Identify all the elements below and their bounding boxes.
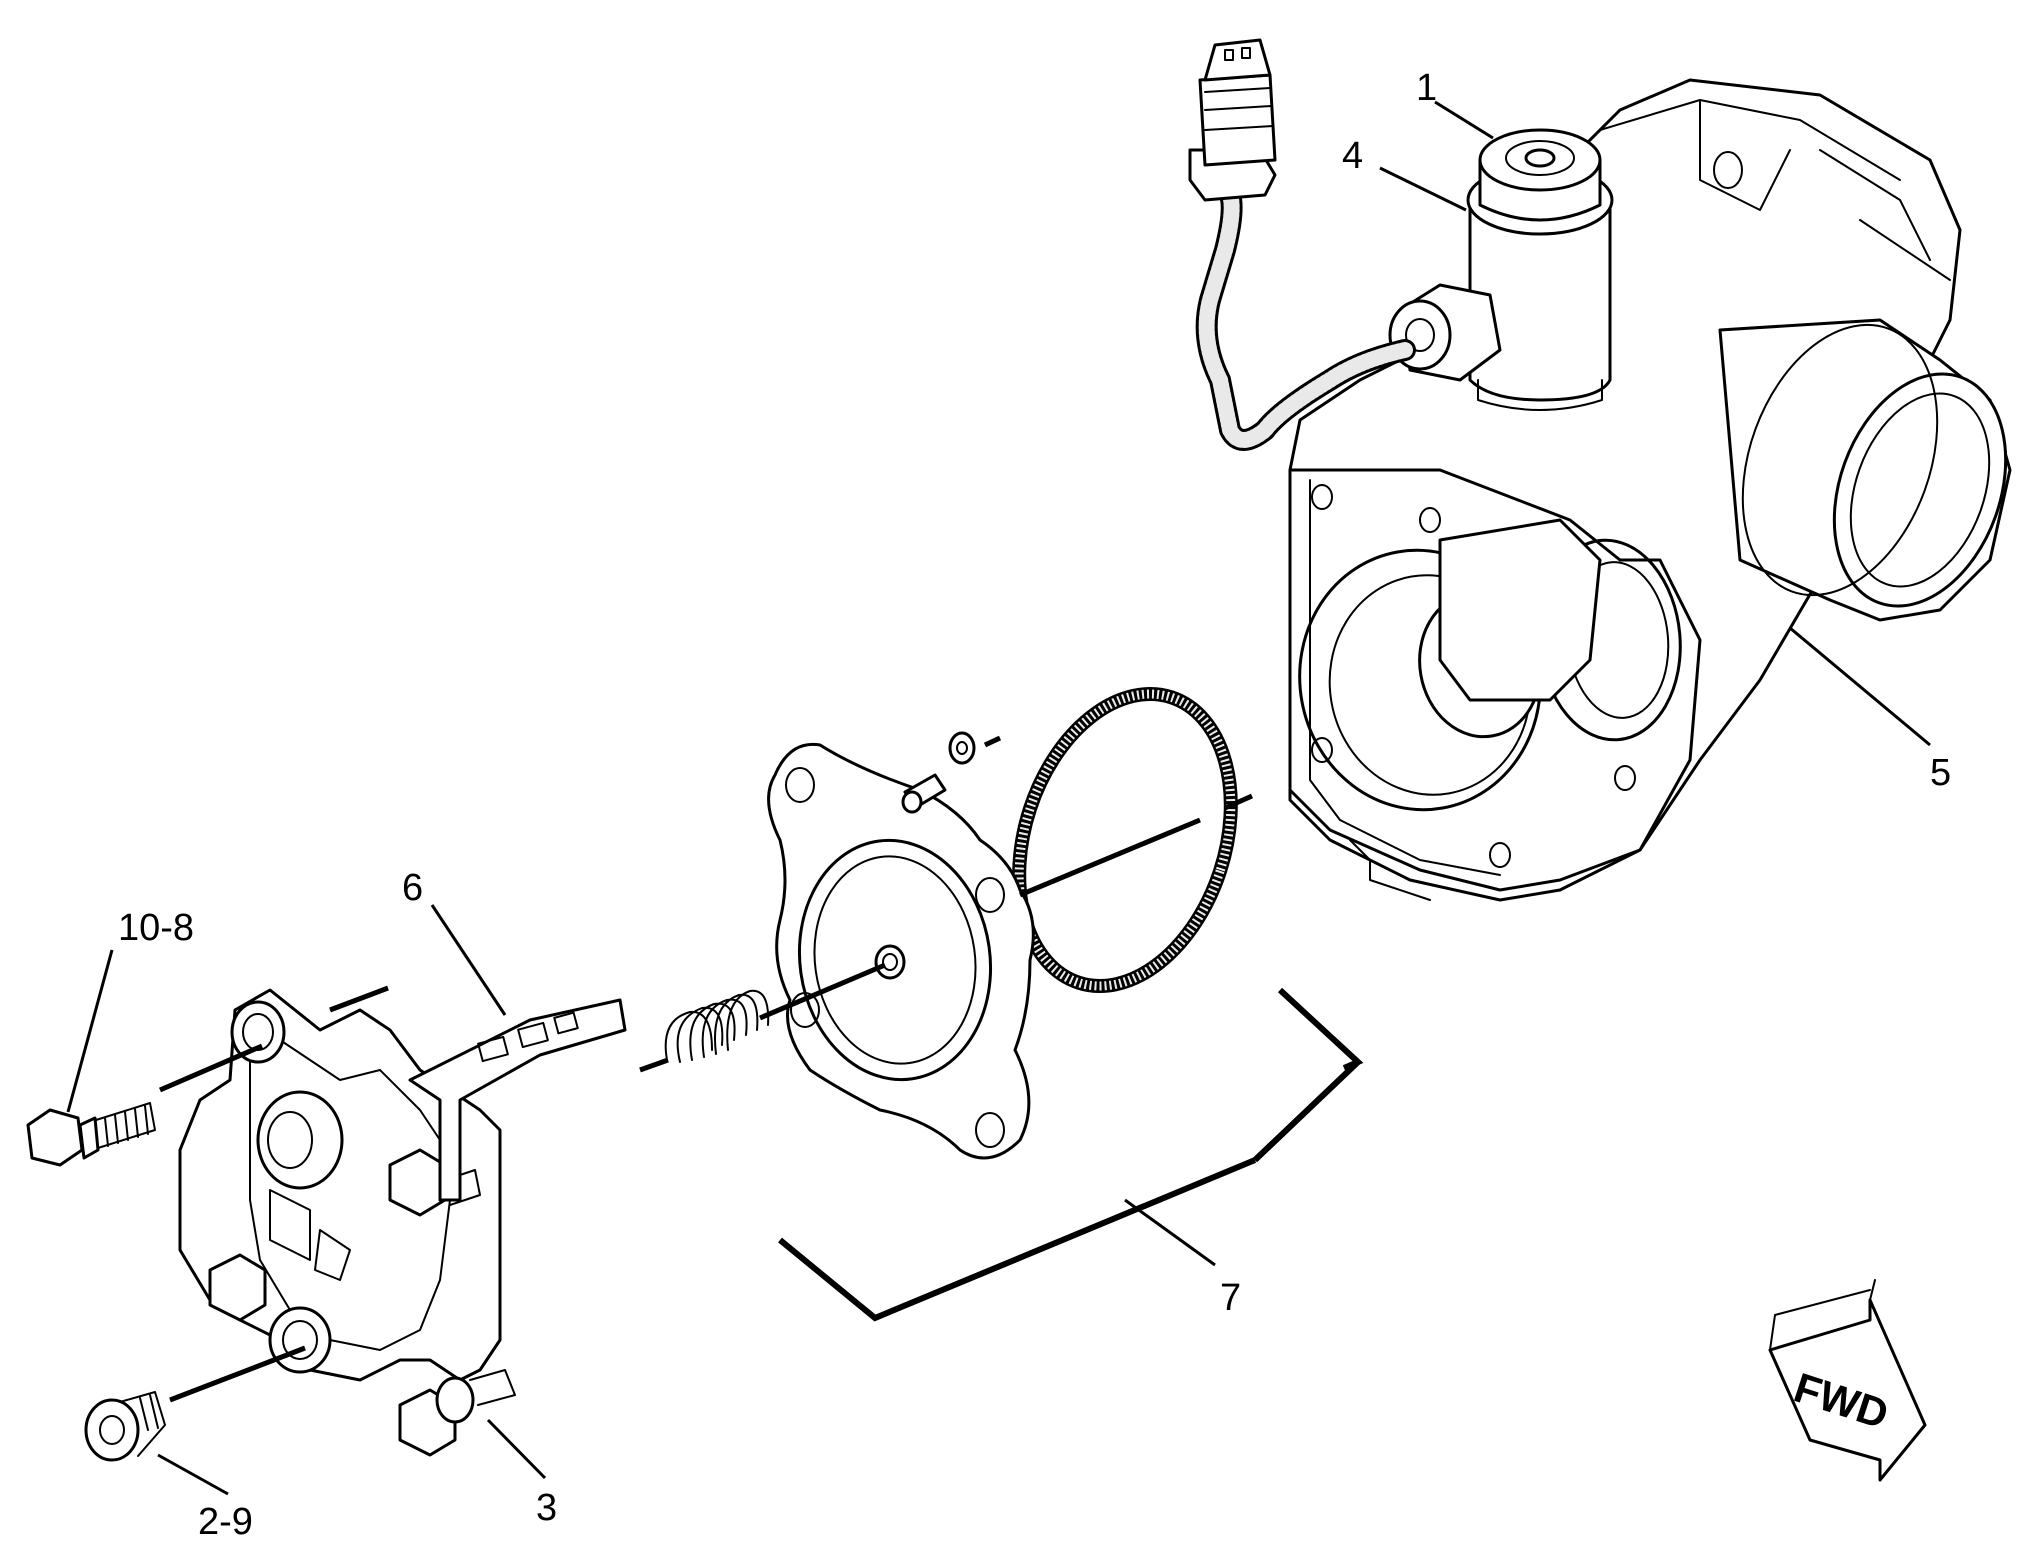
valve-housing (1288, 78, 2012, 902)
o-ring-seal (1012, 687, 1238, 993)
callout-6: 6 (402, 867, 423, 909)
callout-2-9: 2-9 (198, 1501, 253, 1543)
fwd-direction-arrow: FWD (1768, 1279, 1927, 1482)
cover-bolt-lower (398, 1369, 516, 1457)
plug-2-9 (84, 1391, 166, 1462)
wiring-harness (1195, 184, 1416, 451)
group-bracket-7 (778, 987, 1364, 1322)
callout-3: 3 (536, 1487, 557, 1529)
bracket-6 (408, 998, 627, 1202)
small-washer (948, 731, 976, 765)
bolt-10-8 (26, 1102, 156, 1167)
callout-1: 1 (1416, 67, 1437, 109)
diaphragm-cover-plate (767, 742, 1035, 1160)
leader-lines (66, 100, 1931, 1496)
solenoid-valve (1466, 128, 1614, 411)
callout-5: 5 (1930, 752, 1951, 794)
cover-bolt-left (208, 1253, 267, 1322)
outlet-tube (1718, 318, 2012, 622)
callout-7: 7 (1220, 1277, 1241, 1319)
electrical-connector (1188, 38, 1277, 202)
small-pin (901, 773, 947, 814)
callout-labels: 1 4 5 6 7 10-8 2-9 3 (118, 67, 1951, 1543)
assembly-axis-lines (159, 735, 1254, 1403)
callout-10-8: 10-8 (118, 907, 194, 949)
spring (664, 989, 770, 1063)
callout-4: 4 (1342, 135, 1363, 177)
